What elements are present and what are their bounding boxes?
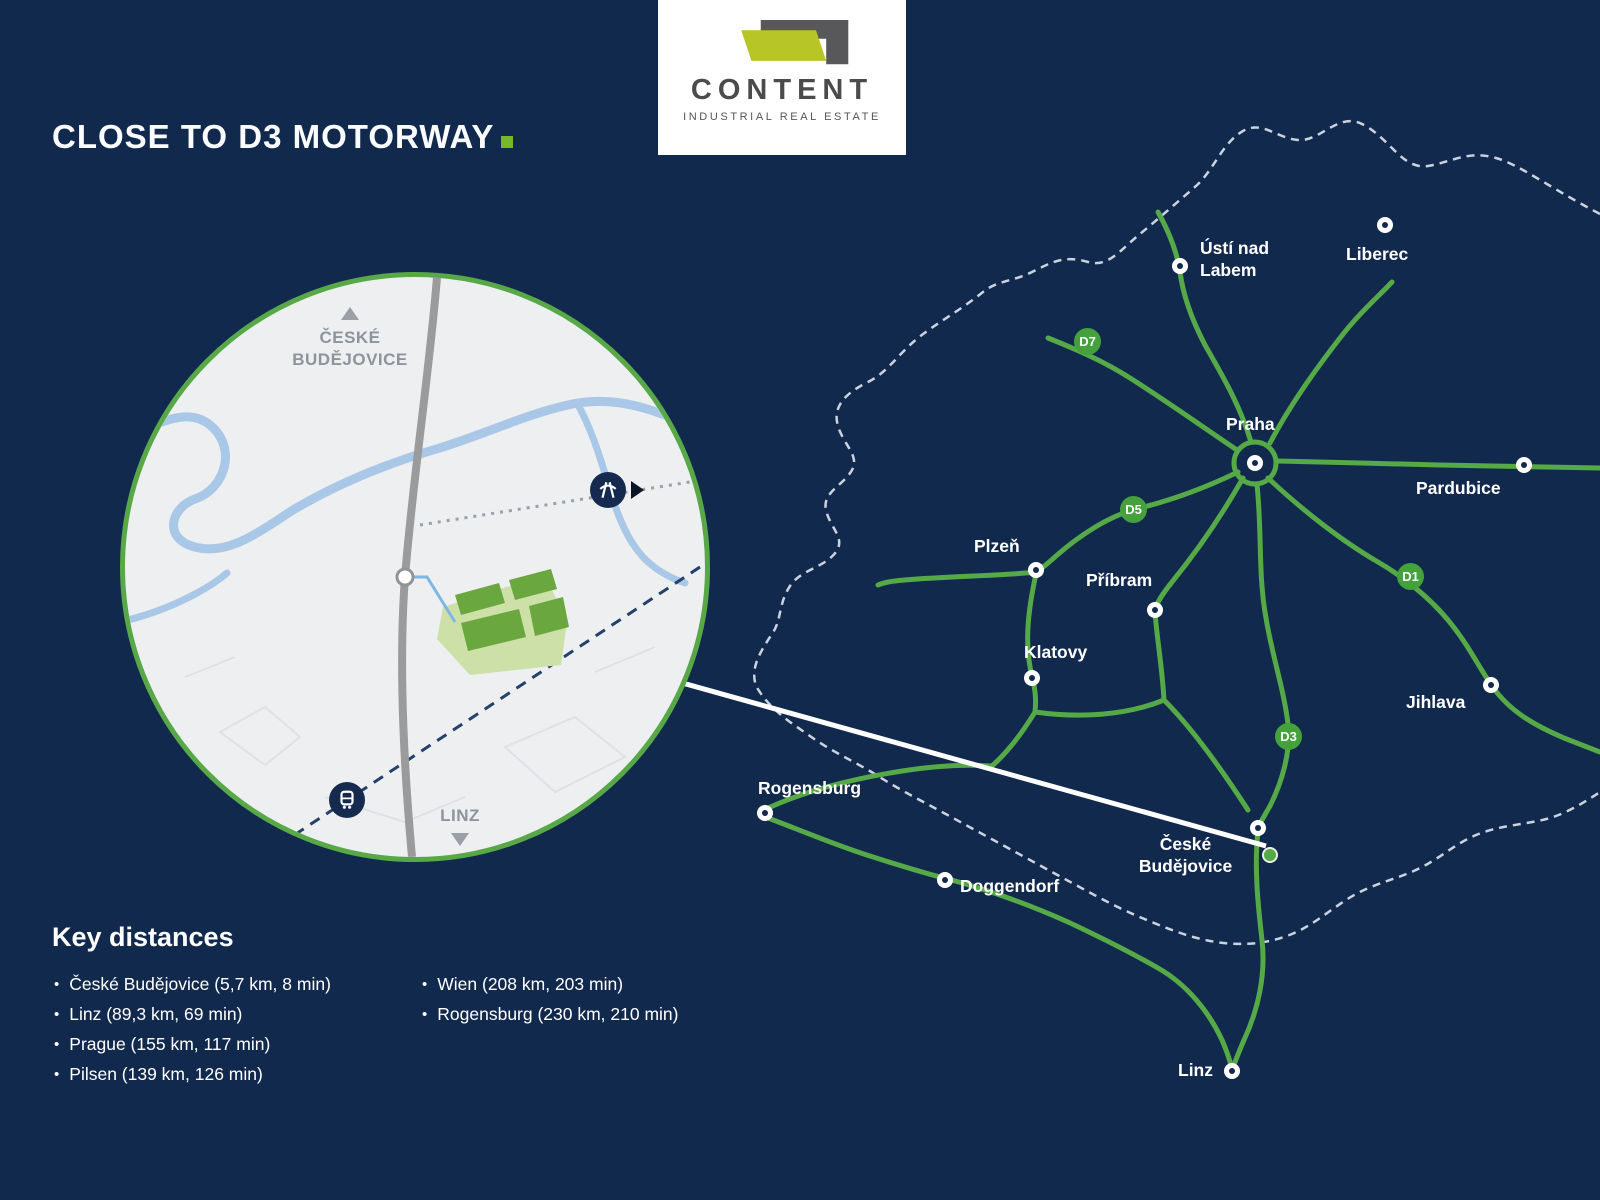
country-border-dashed [753, 119, 1600, 946]
road-rogensburg-linz [765, 815, 1235, 1074]
road-praha-pardubice [1275, 458, 1600, 471]
city-label-linz: Linz [1178, 1060, 1213, 1080]
page-title: CLOSE TO D3 MOTORWAY [52, 118, 514, 156]
site-buildings [455, 569, 569, 651]
distance-item-pilsen: Pilsen (139 km, 126 min) [54, 1060, 331, 1090]
inset-label-ceske-budejovice: ČESKÉ BUDĚJOVICE [292, 328, 408, 370]
city-label-plzen: Plzeň [974, 536, 1020, 556]
key-distances-column-2: Wien (208 km, 203 min) Rogensburg (230 k… [422, 970, 679, 1030]
motorway-network [765, 209, 1600, 1074]
road-junction-marker [395, 567, 415, 587]
title-accent-dot [501, 136, 514, 149]
road-d5-plzen [875, 469, 1241, 588]
city-label-ceske-budejovice: České Budějovice [1138, 834, 1233, 876]
river-stream [125, 569, 231, 625]
city-label-liberec: Liberec [1346, 244, 1409, 264]
city-label-pribram: Příbram [1086, 570, 1153, 590]
train-station-icon [329, 782, 365, 818]
city-label-pardubice: Pardubice [1416, 478, 1501, 498]
road-praha-pribram [1152, 475, 1246, 703]
railway-line [258, 565, 701, 857]
distance-item-wien: Wien (208 km, 203 min) [422, 970, 679, 1000]
city-label-doggendorf: Doggendorf [960, 876, 1060, 896]
company-logo-card: CONTENT INDUSTRIAL REAL ESTATE [658, 0, 906, 155]
road-praha-usti [1155, 209, 1254, 445]
company-logo-name: CONTENT [690, 74, 874, 106]
motorway-direction-arrow [631, 481, 644, 499]
distance-item-prague: Prague (155 km, 117 min) [54, 1030, 331, 1060]
motorway-junction-icon [590, 472, 626, 508]
city-marker-klatovy [1024, 670, 1040, 686]
city-label-rogensburg: Rogensburg [758, 778, 862, 798]
city-marker-plzen [1028, 562, 1044, 578]
inset-label-linz: LINZ [440, 806, 480, 825]
city-marker-rogensburg [757, 805, 773, 821]
city-marker-usti [1172, 258, 1188, 274]
inset-connector-line [599, 657, 1267, 849]
direction-south-triangle [451, 833, 469, 846]
distance-item-ceske-budejovice: České Budějovice (5,7 km, 8 min) [54, 970, 331, 1000]
city-marker-ceske-budejovice [1250, 820, 1266, 836]
city-marker-praha [1247, 455, 1263, 471]
river-branch [573, 399, 689, 587]
road-d1-jihlava [1265, 475, 1600, 755]
city-marker-jihlava [1483, 677, 1499, 693]
city-label-praha: Praha [1226, 414, 1275, 434]
page-title-text: CLOSE TO D3 MOTORWAY [52, 118, 495, 156]
company-logo-tagline: INDUSTRIAL REAL ESTATE [683, 111, 881, 123]
direction-north-triangle [341, 307, 359, 320]
motorway-badge-d1: D1 [1397, 563, 1424, 590]
road-rogensburg-border [765, 709, 1038, 811]
key-distances-column-1: České Budějovice (5,7 km, 8 min) Linz (8… [54, 970, 331, 1090]
road-junction-budejovice [1161, 697, 1251, 813]
company-logo-mark [741, 20, 849, 65]
city-marker-liberec [1377, 217, 1393, 233]
train-icon-glyph [340, 790, 354, 809]
motorway-badge-d3: D3 [1275, 723, 1302, 750]
motorway-badge-d5: D5 [1120, 496, 1147, 523]
city-marker-doggendorf [937, 872, 953, 888]
site-location-dot [1262, 847, 1278, 863]
key-distances-heading: Key distances [52, 922, 234, 952]
road-klatovy-junction [1032, 697, 1167, 718]
distance-item-linz: Linz (89,3 km, 69 min) [54, 1000, 331, 1030]
location-inset-map: ČESKÉ BUDĚJOVICE LINZ [120, 272, 710, 862]
city-marker-pardubice [1516, 457, 1532, 473]
city-marker-pribram [1147, 602, 1163, 618]
city-label-jihlava: Jihlava [1406, 692, 1466, 712]
motorway-access-dotted [419, 480, 691, 527]
river-main [125, 396, 705, 554]
city-label-usti: Ústí nad Labem [1200, 238, 1270, 280]
motorway-icon-glyph [599, 482, 617, 498]
road-d3-praha-linz [1229, 482, 1292, 1074]
city-label-klatovy: Klatovy [1024, 642, 1088, 662]
inset-map-art [125, 277, 705, 857]
motorway-badge-d7: D7 [1074, 328, 1101, 355]
road-praha-liberec [1267, 279, 1395, 446]
city-marker-linz [1224, 1063, 1240, 1079]
distance-item-rogensburg: Rogensburg (230 km, 210 min) [422, 1000, 678, 1030]
